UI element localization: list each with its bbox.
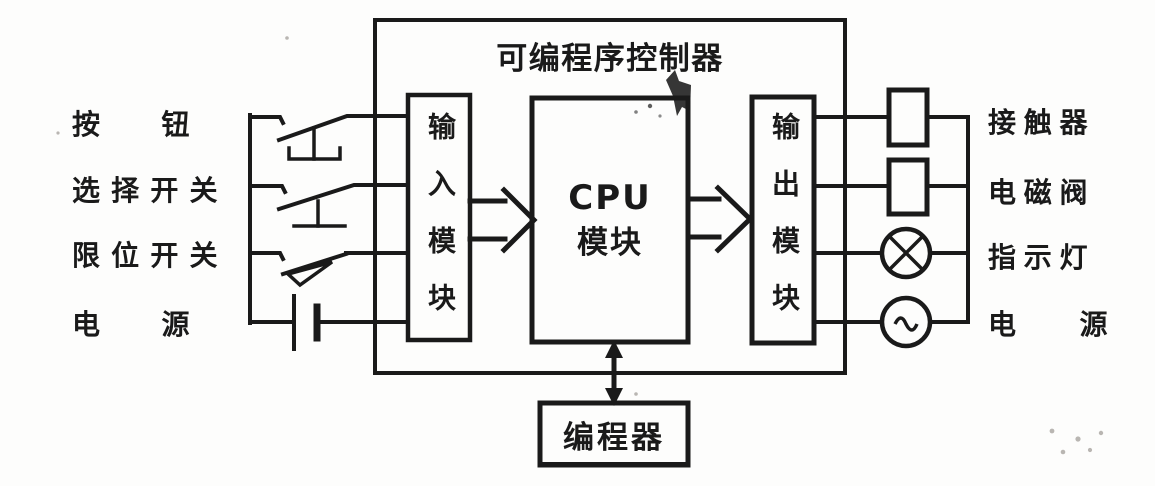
output-label-contactor: 接触器	[988, 106, 1088, 139]
input-module-label: 输入模块	[424, 112, 457, 340]
solenoid-valve-coil-icon	[812, 157, 970, 217]
battery-cell-icon	[248, 294, 410, 351]
cpu-module-line2: 模块	[577, 225, 643, 261]
output-module-label: 输出模块	[768, 112, 801, 340]
ink-smudge	[634, 70, 691, 118]
output-label-power: 电源	[988, 308, 1108, 341]
cpu-programmer-double-arrow	[605, 340, 623, 406]
cpu-module-label: CPU 模块	[532, 98, 688, 342]
limit-switch-contact-icon	[248, 251, 410, 288]
output-label-indicator-lamp: 指示灯	[988, 241, 1088, 274]
output-label-solenoid-valve: 电磁阀	[988, 176, 1088, 209]
input-label-selector-switch: 选择开关	[72, 174, 218, 207]
input-to-cpu-arrow	[467, 186, 538, 254]
selector-switch-contact-icon	[248, 183, 410, 228]
cpu-to-output-arrow	[685, 184, 754, 254]
cpu-module-line1: CPU	[568, 178, 652, 218]
ac-power-source-icon	[812, 295, 970, 349]
input-label-limit-switch: 限位开关	[72, 239, 218, 272]
input-label-power: 电源	[72, 308, 190, 341]
contactor-coil-icon	[812, 87, 970, 148]
plc-title: 可编程序控制器	[496, 41, 724, 77]
scan-speckles	[56, 36, 1104, 455]
indicator-lamp-icon	[812, 226, 970, 280]
input-label-pushbutton: 按钮	[72, 108, 190, 141]
input-module-box	[405, 92, 473, 343]
programmer-label: 编程器	[563, 419, 665, 456]
pushbutton-contact-icon	[248, 114, 410, 161]
plc-outer-box	[373, 18, 847, 375]
